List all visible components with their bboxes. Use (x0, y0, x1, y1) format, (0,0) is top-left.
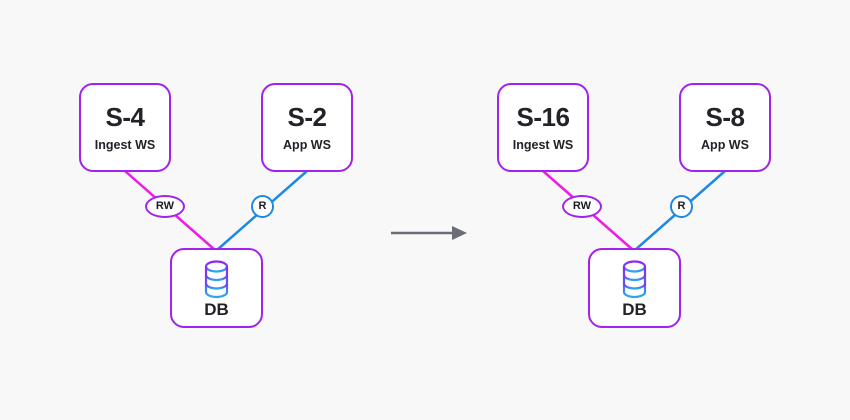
node-db-before: DB (170, 248, 263, 328)
db-label: DB (204, 300, 229, 320)
node-title: S-4 (105, 101, 145, 132)
rw-badge-label: RW (155, 200, 175, 212)
r-badge-label: R (258, 200, 267, 212)
node-ingest-after: S-16 Ingest WS (497, 83, 589, 172)
node-ingest-before: S-4 Ingest WS (79, 83, 171, 172)
node-title: S-2 (287, 101, 327, 132)
node-subtitle: Ingest WS (94, 137, 156, 152)
rw-badge-before: RW (145, 195, 185, 218)
arrow-right-icon (391, 226, 467, 240)
r-badge-after: R (670, 195, 693, 218)
node-subtitle: App WS (283, 137, 331, 152)
node-subtitle: App WS (701, 137, 749, 152)
r-badge-label: R (677, 200, 686, 212)
db-label: DB (622, 300, 647, 320)
node-title: S-16 (516, 101, 570, 132)
node-title: S-8 (705, 101, 745, 132)
node-subtitle: Ingest WS (512, 137, 574, 152)
database-icon (204, 260, 229, 299)
r-badge-before: R (251, 195, 274, 218)
rw-badge-label: RW (572, 200, 592, 212)
node-app-after: S-8 App WS (679, 83, 771, 172)
node-db-after: DB (588, 248, 681, 328)
database-icon (622, 260, 647, 299)
node-app-before: S-2 App WS (261, 83, 353, 172)
rw-badge-after: RW (562, 195, 602, 218)
